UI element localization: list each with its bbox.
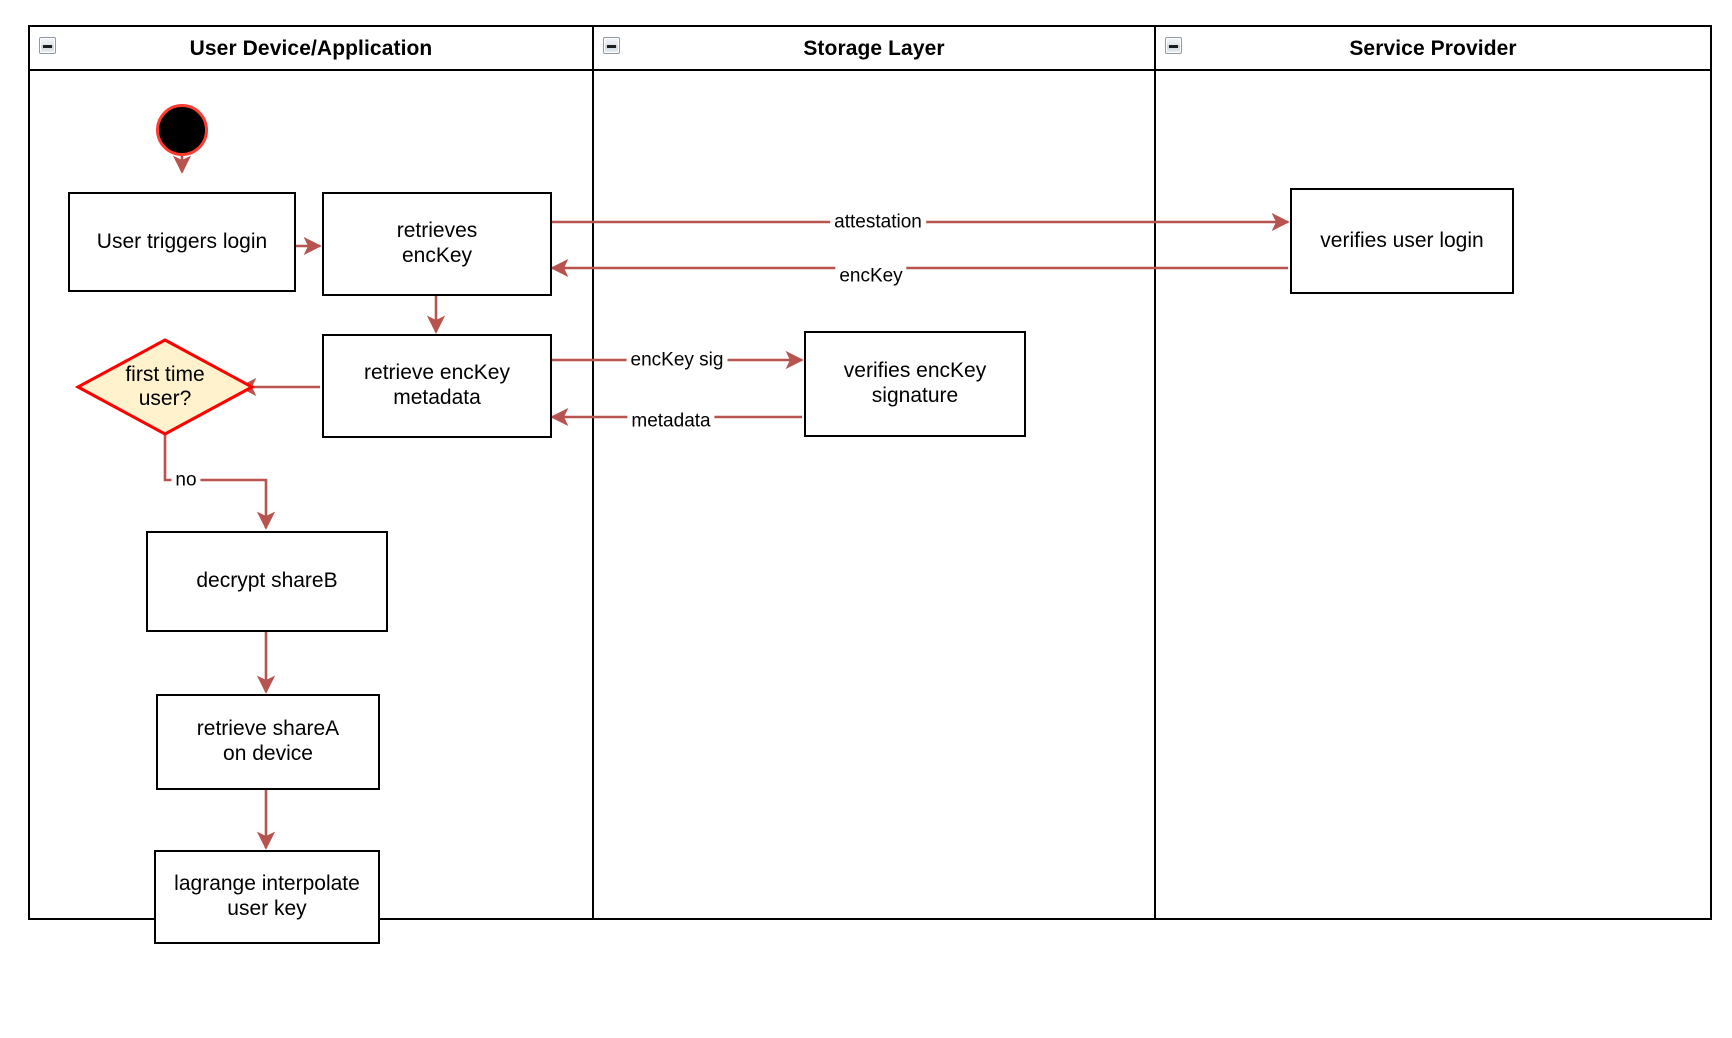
node-first-time-user[interactable]: first time user? [74,337,256,437]
lane-title-user-device: User Device/Application [189,37,433,60]
node-retrieves-enckey[interactable]: retrieves encKey [322,192,552,296]
node-lagrange-interpolate[interactable]: lagrange interpolate user key [154,850,380,944]
lane-service-provider[interactable]: Service Provider [1154,27,1710,918]
edge-label-enckey: encKey [835,266,907,286]
node-retrieve-enckey-metadata[interactable]: retrieve encKey metadata [322,334,552,438]
diamond-shape [74,338,256,436]
lane-header-service-provider: Service Provider [1156,27,1710,71]
node-verifies-enckey-signature[interactable]: verifies encKey signature [804,331,1026,437]
lane-title-service-provider: Service Provider [1349,37,1517,60]
edge-label-no: no [171,470,201,490]
start-node[interactable] [156,104,208,156]
node-decrypt-shareb[interactable]: decrypt shareB [146,531,388,632]
collapse-minus-icon[interactable] [1165,37,1182,54]
node-verifies-user-login[interactable]: verifies user login [1290,188,1514,294]
edge-label-metadata: metadata [627,411,715,431]
lane-header-user-device: User Device/Application [30,27,592,71]
lane-user-device[interactable]: User Device/Application [30,27,592,918]
collapse-minus-icon[interactable] [603,37,620,54]
edge-label-enckey-sig: encKey sig [626,350,728,370]
node-retrieve-sharea[interactable]: retrieve shareA on device [156,694,380,790]
collapse-minus-icon[interactable] [39,37,56,54]
lane-storage-layer[interactable]: Storage Layer [592,27,1154,918]
lane-header-storage-layer: Storage Layer [594,27,1154,71]
edge-label-attestation: attestation [830,212,926,232]
node-user-triggers-login[interactable]: User triggers login [68,192,296,292]
lane-title-storage-layer: Storage Layer [803,37,945,60]
